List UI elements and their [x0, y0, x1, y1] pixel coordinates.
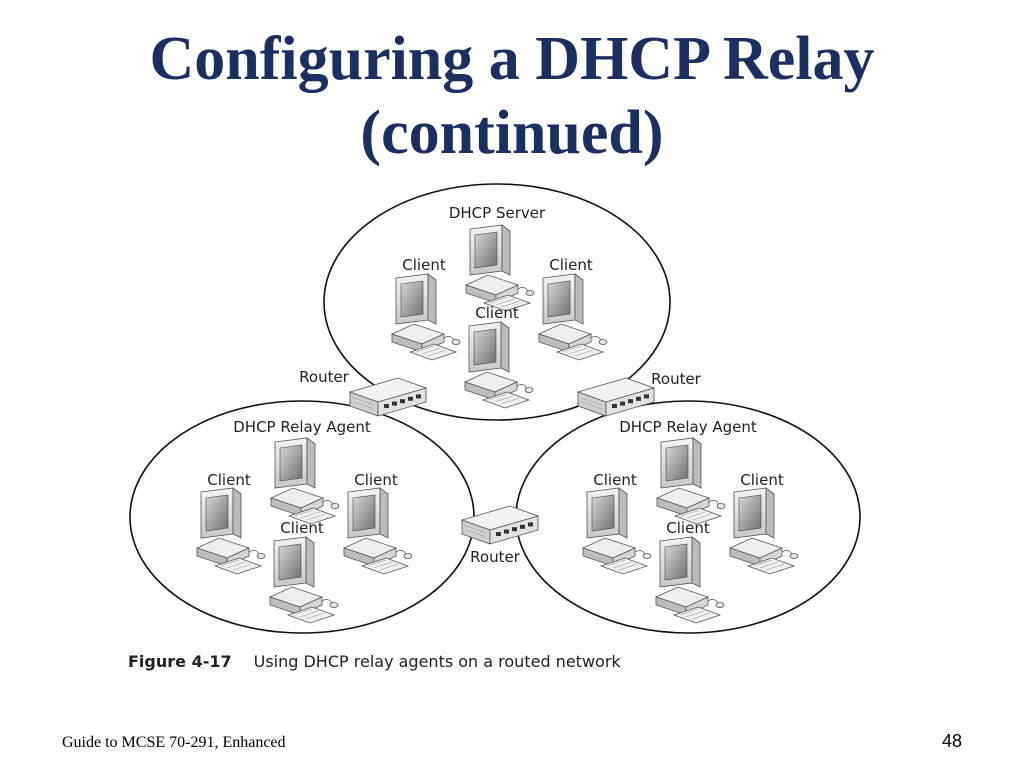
title-line-2: (continued) [360, 99, 664, 167]
network-heading: DHCP Server [449, 204, 546, 222]
computer-icon [464, 321, 534, 409]
router-label: Router [470, 548, 521, 566]
title-line-1: Configuring a DHCP Relay [149, 25, 875, 93]
figure-number: Figure 4-17 [128, 652, 232, 671]
router-icon [577, 377, 655, 417]
computer-icon [656, 437, 726, 525]
computer-icon [391, 273, 461, 361]
router-label: Router [299, 368, 350, 386]
network-heading: DHCP Relay Agent [619, 418, 757, 436]
client-label: Client [475, 304, 519, 322]
client-label: Client [593, 471, 637, 489]
router-label: Router [651, 370, 702, 388]
computer-icon [196, 487, 266, 575]
computer-icon [343, 487, 413, 575]
figure-caption: Figure 4-17 Using DHCP relay agents on a … [128, 652, 621, 671]
computer-icon [729, 487, 799, 575]
computer-icon [270, 437, 340, 525]
client-label: Client [740, 471, 784, 489]
client-label: Client [402, 256, 446, 274]
client-label: Client [666, 519, 710, 537]
network-heading: DHCP Relay Agent [233, 418, 371, 436]
computer-icon [582, 487, 652, 575]
slide-title: Configuring a DHCP Relay (continued) [0, 22, 1024, 170]
computer-icon [655, 536, 725, 624]
caption-text: Using DHCP relay agents on a routed netw… [253, 652, 621, 671]
client-label: Client [354, 471, 398, 489]
server-network-circle [323, 183, 671, 421]
router-icon [349, 377, 427, 417]
computer-icon [465, 224, 535, 312]
footer-course-title: Guide to MCSE 70-291, Enhanced [62, 734, 286, 751]
page-number: 48 [941, 731, 962, 751]
computer-icon [269, 536, 339, 624]
client-label: Client [549, 256, 593, 274]
computer-icon [538, 273, 608, 361]
client-label: Client [207, 471, 251, 489]
client-label: Client [280, 519, 324, 537]
